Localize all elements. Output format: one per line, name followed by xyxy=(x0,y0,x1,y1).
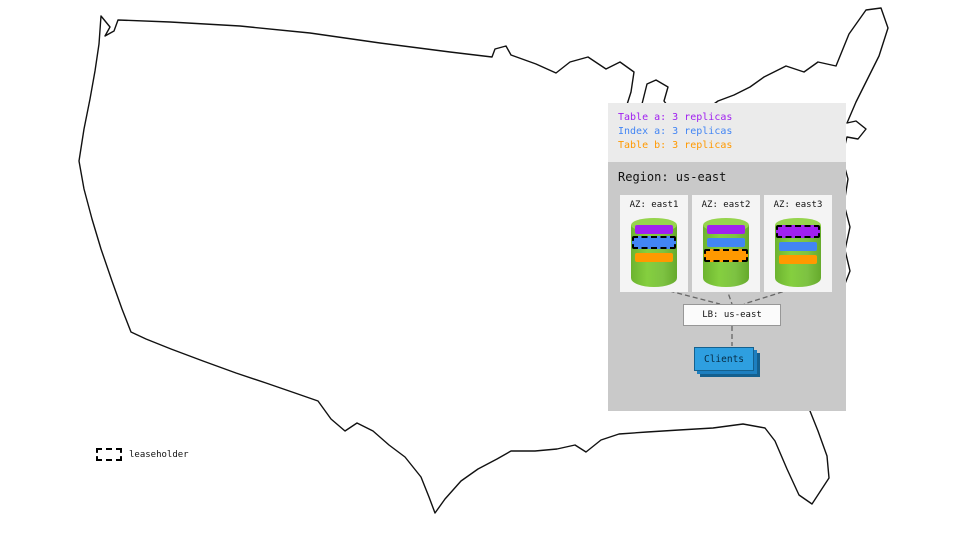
database-cylinder-icon xyxy=(775,218,821,287)
clients-box: Clients xyxy=(694,347,754,371)
leaseholder-legend-label: leaseholder xyxy=(129,449,189,460)
legend-item-table-b: Table b: 3 replicas xyxy=(618,140,733,151)
load-balancer-box: LB: us-east xyxy=(683,304,781,326)
replica-legend: Table a: 3 replicas Index a: 3 replicas … xyxy=(608,103,742,161)
az-label: AZ: east2 xyxy=(701,200,751,210)
replica-bar-index-a xyxy=(707,238,745,247)
replica-bar-table-b xyxy=(635,253,673,262)
replica-bar-table-a-leaseholder xyxy=(776,225,820,238)
replica-bar-table-a xyxy=(707,225,745,234)
leaseholder-swatch-icon xyxy=(96,448,122,461)
region-box: Region: us-east AZ: east1 AZ: e xyxy=(608,162,846,411)
az-label: AZ: east3 xyxy=(773,200,823,210)
database-cylinder-icon xyxy=(631,218,677,287)
clients-label: Clients xyxy=(703,353,745,365)
region-title: Region: us-east xyxy=(618,170,727,184)
az-row: AZ: east1 AZ: east2 xyxy=(620,195,832,292)
database-cylinder-icon xyxy=(703,218,749,287)
load-balancer-label: LB: us-east xyxy=(702,310,762,320)
info-panel: Table a: 3 replicas Index a: 3 replicas … xyxy=(608,103,846,411)
az-box-east2: AZ: east2 xyxy=(692,195,760,292)
az-box-east3: AZ: east3 xyxy=(764,195,832,292)
replica-bar-table-b xyxy=(779,255,817,264)
legend-item-index-a: Index a: 3 replicas xyxy=(618,126,733,137)
az-box-east1: AZ: east1 xyxy=(620,195,688,292)
replica-bar-table-a xyxy=(635,225,673,234)
replica-bar-index-a xyxy=(779,242,817,251)
leaseholder-legend: leaseholder xyxy=(96,448,189,461)
legend-item-table-a: Table a: 3 replicas xyxy=(618,112,733,123)
az-label: AZ: east1 xyxy=(629,200,679,210)
replica-bar-table-b-leaseholder xyxy=(704,249,748,262)
replica-bar-index-a-leaseholder xyxy=(632,236,676,249)
